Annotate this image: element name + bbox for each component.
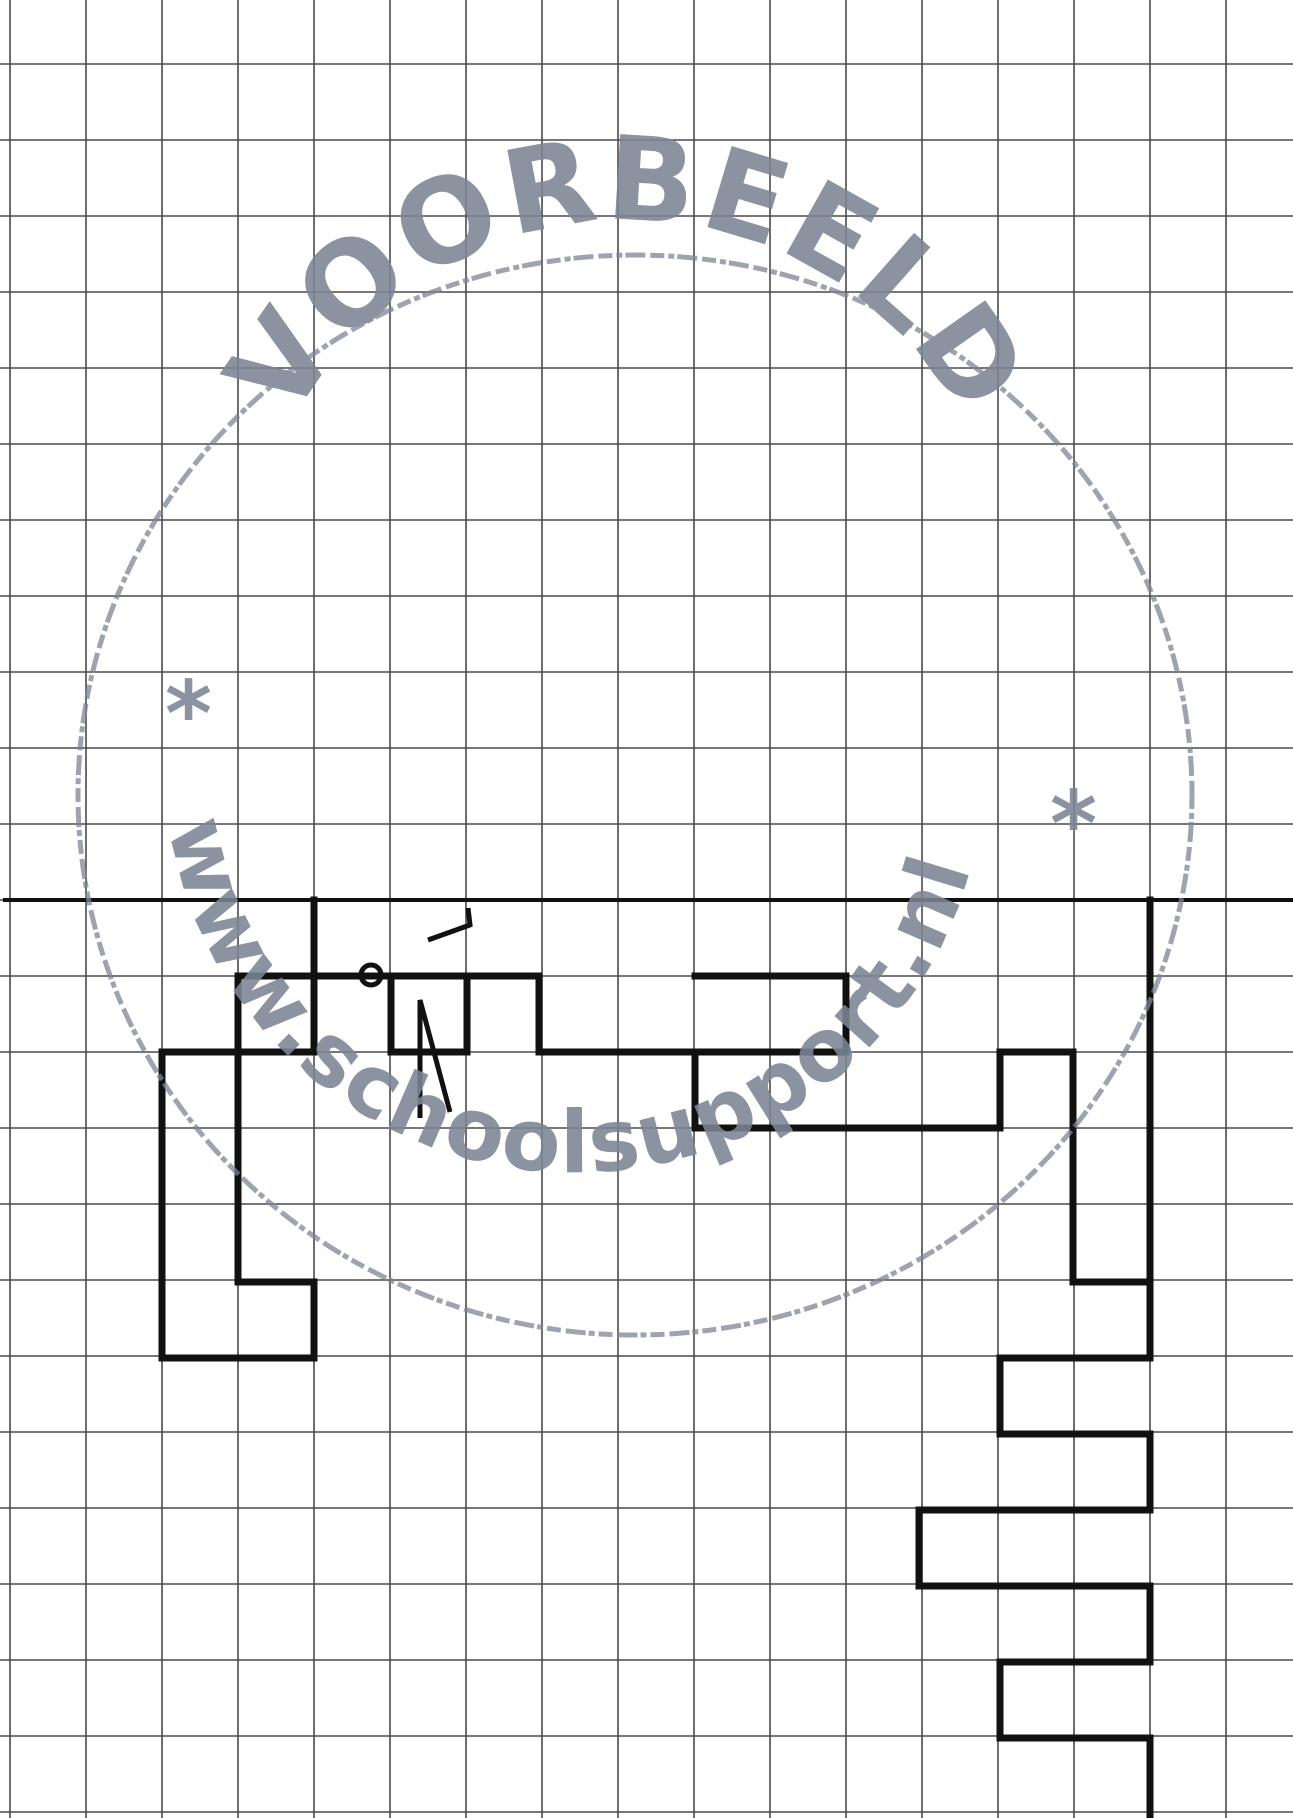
stamp-top-text: VOORBEELD	[201, 111, 1055, 438]
stamp-right-star-icon: *	[1050, 772, 1097, 877]
stamp-left-star-icon: *	[165, 662, 212, 767]
stamp-bottom-text: www.schoolsupport.nl	[147, 807, 991, 1194]
voorbeeld-stamp: VOORBEELD www.schoolsupport.nl * *	[78, 111, 1192, 1335]
maze-drawing	[5, 900, 1293, 1818]
